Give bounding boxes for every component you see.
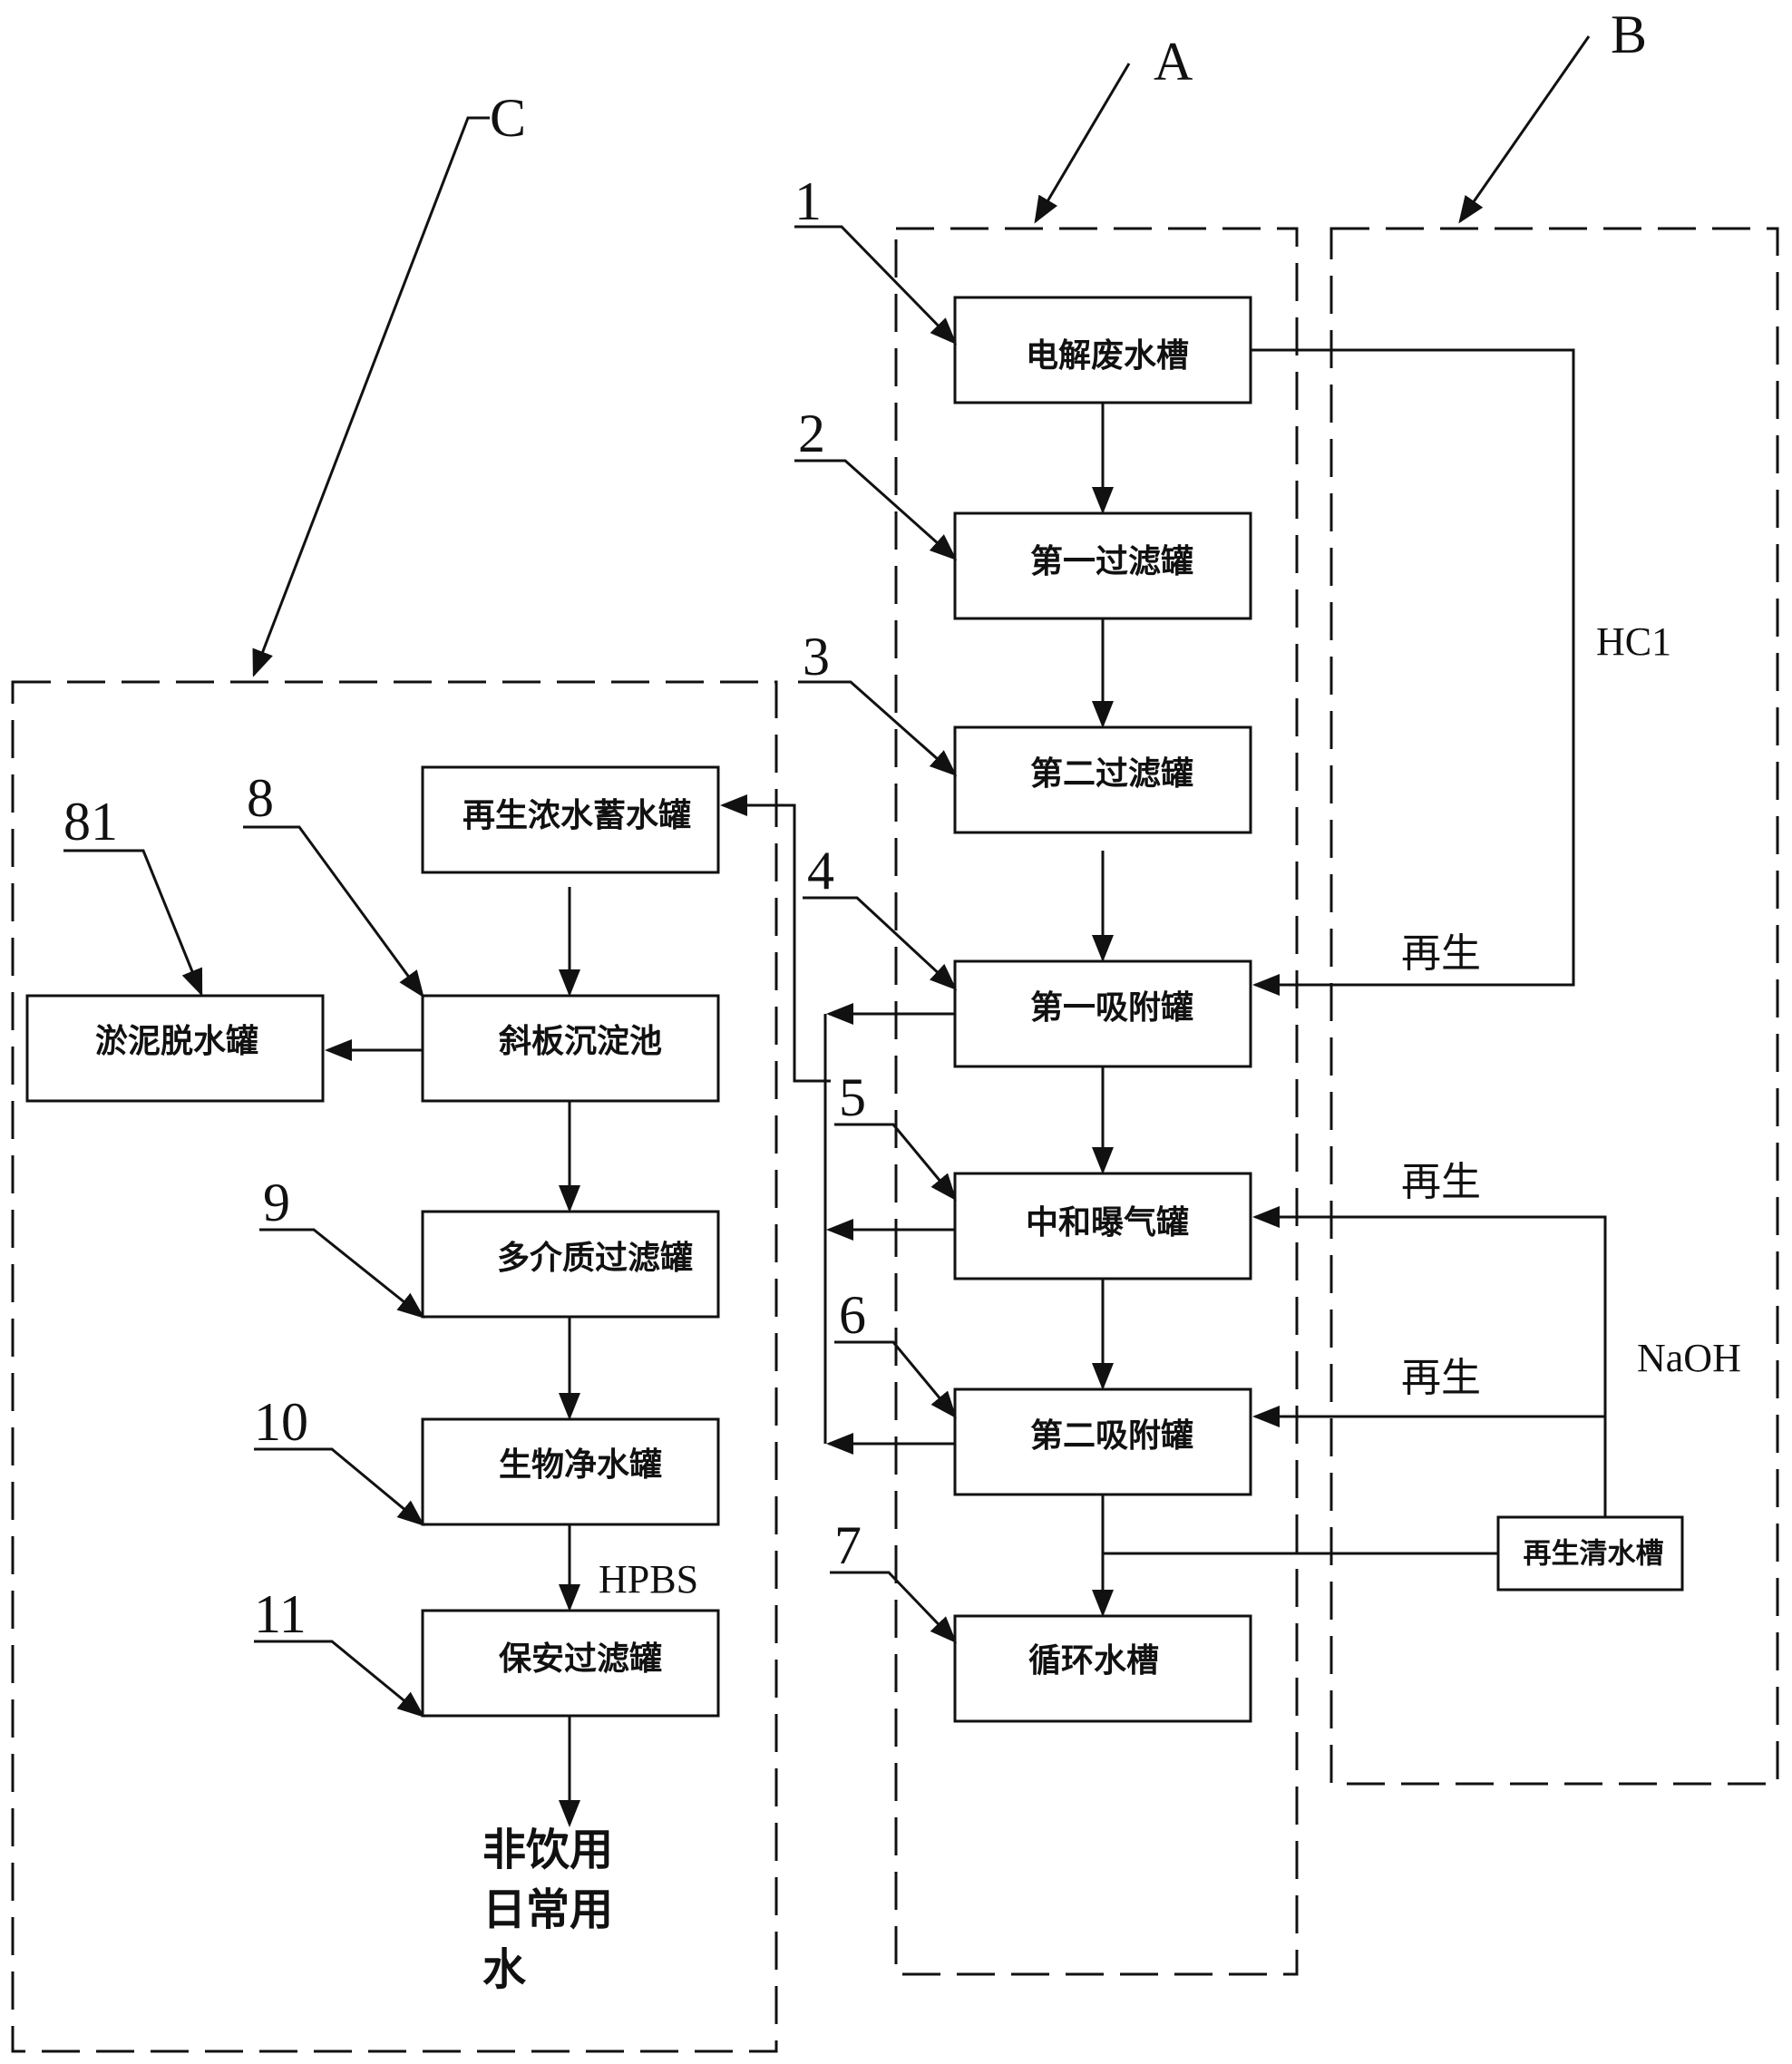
region-a-pointer xyxy=(1034,63,1131,224)
hcl-regeneration-line xyxy=(1251,348,1575,996)
region-c-boundary xyxy=(11,680,778,2053)
output-line-3: 水 xyxy=(482,1944,527,1995)
leader-5 xyxy=(834,1123,957,1202)
ref-number-11: 11 xyxy=(254,1584,307,1644)
leader-3 xyxy=(798,680,958,776)
hcl-label: HC1 xyxy=(1596,619,1671,664)
leader-11 xyxy=(254,1640,425,1718)
region-b-label: B xyxy=(1611,5,1647,64)
box-second-adsorption-tank: 第二吸附罐 xyxy=(953,1387,1252,1496)
box-neutralization-aeration-tank: 中和曝气罐 xyxy=(953,1172,1252,1280)
box-regeneration-concentrate-storage-tank: 再生浓水蓄水罐 xyxy=(421,765,720,874)
ref-number-8: 8 xyxy=(247,768,274,828)
svg-text:斜板沉淀池: 斜板沉淀池 xyxy=(499,1022,662,1060)
region-a-boundary xyxy=(894,227,1299,1976)
leader-2 xyxy=(794,459,958,560)
leader-7 xyxy=(830,1571,958,1644)
svg-text:第二过滤罐: 第二过滤罐 xyxy=(1030,755,1193,793)
hpbs-label: HPBS xyxy=(599,1557,698,1602)
box-regeneration-clean-water-tank: 再生清水槽 xyxy=(1496,1515,1684,1592)
svg-text:再生清水槽: 再生清水槽 xyxy=(1524,1538,1664,1571)
svg-text:多介质过滤罐: 多介质过滤罐 xyxy=(497,1239,693,1277)
region-c-label: C xyxy=(490,88,526,148)
svg-text:电解废水槽: 电解废水槽 xyxy=(1026,336,1189,375)
output-line-2: 日常用 xyxy=(482,1884,613,1935)
ref-number-9: 9 xyxy=(263,1173,290,1232)
box-sludge-dewatering-tank: 淤泥脱水罐 xyxy=(25,994,325,1103)
box-first-filter-tank: 第一过滤罐 xyxy=(953,511,1252,620)
box-inclined-plate-sedimentation-tank: 斜板沉淀池 xyxy=(421,994,720,1103)
ref-number-4: 4 xyxy=(807,841,834,901)
svg-text:再生浓水蓄水罐: 再生浓水蓄水罐 xyxy=(463,796,691,834)
regeneration-label-3: 再生 xyxy=(1401,1355,1481,1401)
ref-number-6: 6 xyxy=(839,1285,866,1345)
svg-text:中和曝气罐: 中和曝气罐 xyxy=(1026,1203,1189,1241)
box-second-filter-tank: 第二过滤罐 xyxy=(953,725,1252,834)
regeneration-label-1: 再生 xyxy=(1401,930,1481,977)
svg-text:第二吸附罐: 第二吸附罐 xyxy=(1030,1417,1193,1455)
ref-number-81: 81 xyxy=(63,792,118,852)
region-b-pointer xyxy=(1458,35,1591,224)
leader-6 xyxy=(834,1340,957,1419)
box-first-adsorption-tank: 第一吸附罐 xyxy=(953,959,1252,1068)
ref-number-3: 3 xyxy=(803,627,830,686)
svg-text:生物净水罐: 生物净水罐 xyxy=(499,1446,662,1484)
ref-number-10: 10 xyxy=(254,1392,308,1452)
concentrate-return-line xyxy=(720,794,831,1083)
leader-4 xyxy=(803,896,958,991)
svg-text:第一过滤罐: 第一过滤罐 xyxy=(1030,542,1193,580)
box-security-filter-tank: 保安过滤罐 xyxy=(421,1609,720,1718)
region-b-boundary xyxy=(1329,227,1779,1786)
box-biological-water-purification-tank: 生物净水罐 xyxy=(421,1417,720,1526)
box-multimedia-filter-tank: 多介质过滤罐 xyxy=(421,1210,720,1319)
ref-number-1: 1 xyxy=(794,171,822,231)
box-electrolysis-wastewater-tank: 电解废水槽 xyxy=(953,296,1252,404)
leader-81 xyxy=(63,849,203,997)
ref-number-7: 7 xyxy=(834,1515,862,1575)
svg-text:保安过滤罐: 保安过滤罐 xyxy=(499,1640,662,1678)
ref-number-5: 5 xyxy=(839,1067,866,1127)
leader-10 xyxy=(254,1447,425,1526)
region-c-pointer xyxy=(252,116,490,677)
svg-text:循环水槽: 循环水槽 xyxy=(1028,1641,1159,1679)
svg-text:淤泥脱水罐: 淤泥脱水罐 xyxy=(95,1022,258,1060)
leader-8 xyxy=(243,825,424,998)
regeneration-label-2: 再生 xyxy=(1401,1159,1481,1205)
ref-number-2: 2 xyxy=(798,404,825,463)
leader-1 xyxy=(794,225,958,346)
svg-text:第一吸附罐: 第一吸附罐 xyxy=(1030,988,1193,1027)
naoh-label: NaOH xyxy=(1637,1336,1741,1380)
output-line-1: 非饮用 xyxy=(482,1825,613,1875)
region-a-label: A xyxy=(1154,32,1193,92)
box-circulating-water-tank: 循环水槽 xyxy=(953,1614,1252,1723)
leader-9 xyxy=(259,1228,425,1319)
